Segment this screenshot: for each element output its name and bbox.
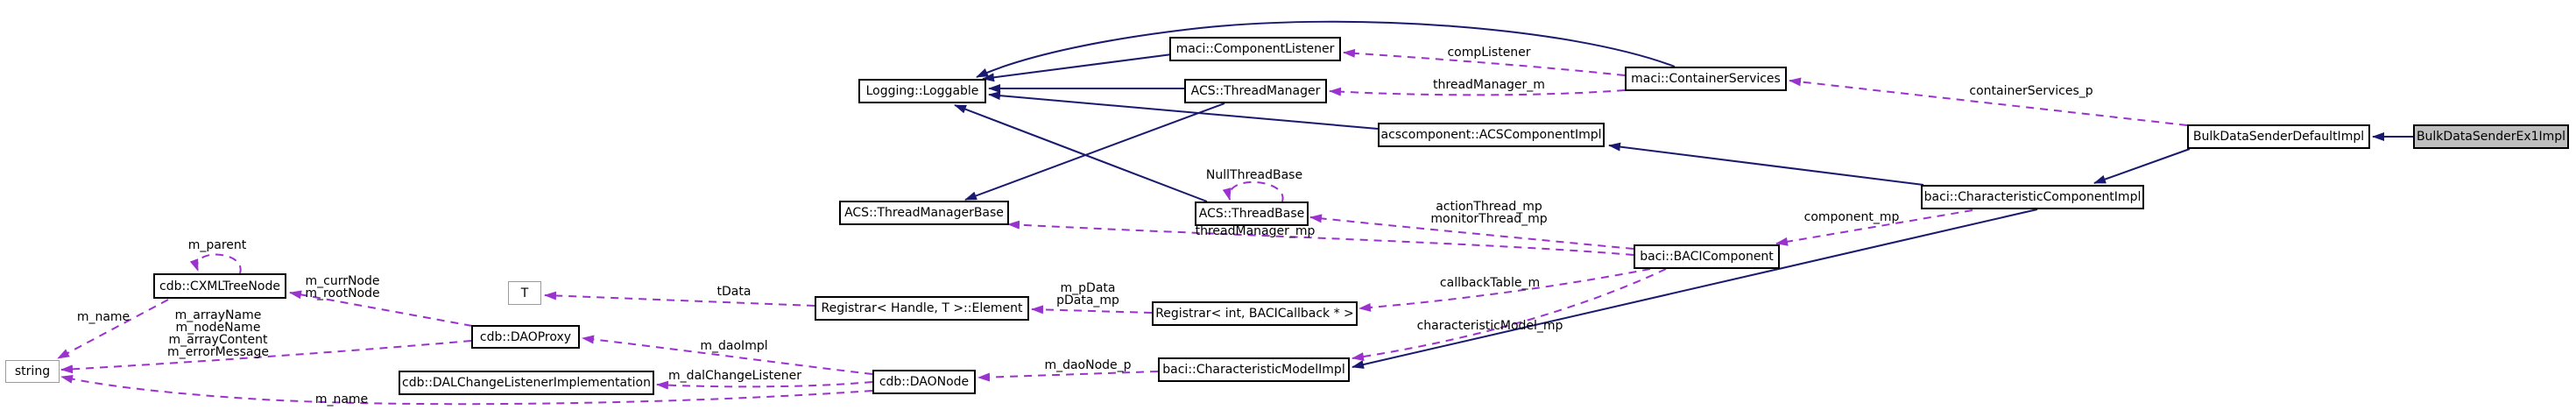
edge-characteristicComponentImpl-baciComponent-usage [1775, 209, 1973, 246]
edge-label-m_daoImpl: m_daoImpl [700, 339, 768, 353]
edge-cxmlTreeNode-string-usage [57, 299, 169, 359]
edge-threadBase-loggable-inheritance [954, 104, 1208, 202]
class-node-containerServices[interactable]: maci::ContainerServices [1625, 67, 1787, 91]
edge-daoNode-dalChangeListenerImplementation-usage [656, 380, 873, 390]
class-node-daoNode[interactable]: cdb::DAONode [872, 370, 976, 394]
edge-baciComponent-characteristicModelImpl-usage [1352, 268, 1667, 362]
edge-baciComponent-threadManagerBase-usage [1007, 220, 1634, 256]
class-node-componentListener[interactable]: maci::ComponentListener [1169, 37, 1341, 61]
class-node-dalChangeListenerImplementation[interactable]: cdb::DALChangeListenerImplementation [399, 371, 654, 395]
edge-label-threadManager_m: threadManager_m [1433, 78, 1545, 92]
class-node-baciComponent[interactable]: baci::BACIComponent [1634, 244, 1780, 269]
edge-threadBase-threadBase-usage [1222, 181, 1284, 202]
class-node-threadManager[interactable]: ACS::ThreadManager [1184, 79, 1327, 103]
edge-containerServices-componentListener-usage [1343, 48, 1626, 76]
class-node-threadBase[interactable]: ACS::ThreadBase [1195, 201, 1309, 226]
edge-label-threadManager_mp: threadManager_mp [1195, 224, 1316, 238]
edge-label-NullThreadBase: NullThreadBase [1205, 168, 1303, 182]
class-node-bulkDataSenderDefaultImpl[interactable]: BulkDataSenderDefaultImpl [2187, 124, 2370, 149]
edge-label-actionThread_mp: actionThread_mp monitorThread_mp [1430, 200, 1548, 226]
edge-registrarElement-T-usage [544, 291, 815, 307]
class-node-string: string [5, 360, 60, 383]
edge-bulkDataSenderDefaultImpl-characteristicComponentImpl-inheritance [2093, 148, 2191, 184]
edge-containerServices-loggable-inheritance [976, 20, 1676, 78]
edge-characteristicComponentImpl-characteristicModelImpl-inheritance [1352, 209, 2038, 369]
edge-daoNode-string-usage [60, 374, 873, 406]
class-node-T: T [508, 281, 541, 305]
class-node-acsComponentImpl[interactable]: acscomponent::ACSComponentImpl [1378, 123, 1605, 147]
class-node-registrarBACICallback[interactable]: Registrar< int, BACICallback * > [1152, 301, 1358, 326]
edge-label-m_name_tree: m_name [76, 310, 131, 324]
class-node-characteristicComponentImpl[interactable]: baci::CharacteristicComponentImpl [1921, 185, 2144, 209]
edge-registrarBACICallback-registrarElement-usage [1031, 305, 1153, 315]
edge-label-containerServices_p: containerServices_p [1969, 84, 2093, 98]
edge-acsComponentImpl-loggable-inheritance [988, 91, 1379, 130]
edge-label-m_currNode: m_currNode m_rootNode [305, 274, 380, 300]
edge-cxmlTreeNode-cxmlTreeNode-usage [189, 253, 242, 274]
edge-label-component_mp: component_mp [1803, 210, 1900, 224]
edge-threadManager-threadManagerBase-inheritance [964, 102, 1225, 201]
edge-label-callbackTable_m: callbackTable_m [1439, 276, 1541, 290]
class-node-daoProxy[interactable]: cdb::DAOProxy [471, 325, 580, 349]
edge-baciComponent-registrarBACICallback-usage [1359, 268, 1651, 312]
edge-label-m_parent: m_parent [187, 238, 247, 252]
edge-label-compListener: compListener [1447, 46, 1531, 60]
class-node-cxmlTreeNode[interactable]: cdb::CXMLTreeNode [153, 273, 286, 299]
edge-characteristicModelImpl-daoNode-usage [977, 371, 1159, 382]
edge-characteristicComponentImpl-acsComponentImpl-inheritance [1608, 142, 1924, 186]
edge-daoNode-daoProxy-usage [582, 335, 873, 375]
class-node-threadManagerBase[interactable]: ACS::ThreadManagerBase [839, 201, 1009, 225]
edge-label-m_name_node: m_name [314, 392, 369, 406]
edge-label-m_daoNode_p: m_daoNode_p [1044, 358, 1132, 372]
edge-label-m_arrayName: m_arrayName m_nodeName m_arrayContent m_… [167, 308, 269, 359]
class-node-characteristicModelImpl[interactable]: baci::CharacteristicModelImpl [1158, 357, 1350, 382]
class-node-bulkDataSenderEx1Impl: BulkDataSenderEx1Impl [2413, 124, 2569, 149]
edge-componentListener-loggable-inheritance [982, 53, 1173, 82]
edge-baciComponent-threadBase-usage [1309, 214, 1634, 250]
edge-bulkDataSenderDefaultImpl-containerServices-usage [1789, 77, 2188, 126]
edge-label-characteristicModel_mp: characteristicModel_mp [1416, 319, 1563, 333]
edge-containerServices-threadManager-usage [1329, 87, 1626, 96]
edge-label-tData: tData [716, 285, 752, 299]
edge-daoProxy-cxmlTreeNode-usage [289, 290, 473, 327]
edge-label-m_pData: m_pData pData_mp [1056, 281, 1119, 308]
class-node-registrarElement[interactable]: Registrar< Handle, T >::Element [815, 296, 1029, 321]
edge-label-m_dalChangeListener: m_dalChangeListener [668, 369, 801, 383]
class-node-loggable[interactable]: Logging::Loggable [858, 79, 986, 103]
